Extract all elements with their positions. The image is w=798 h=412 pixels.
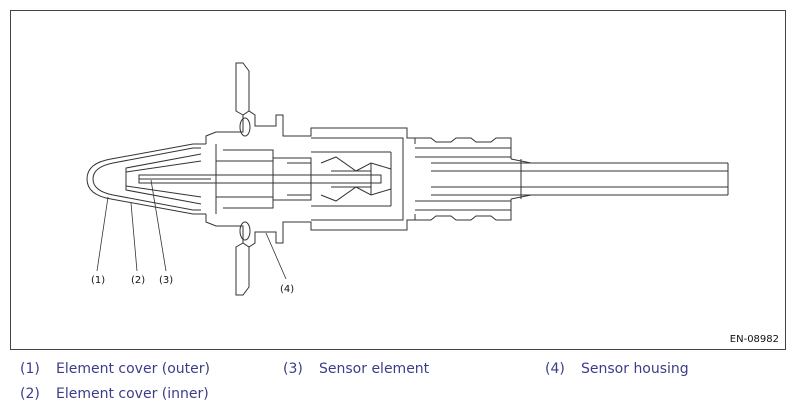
legend-label: Sensor element bbox=[319, 361, 430, 377]
legend-item-4: (4) Sensor housing bbox=[545, 361, 689, 377]
sensor-housing bbox=[205, 110, 416, 248]
rear-crimp-section bbox=[415, 137, 532, 221]
leader-lines bbox=[96, 179, 287, 280]
callout-1: (1) bbox=[91, 275, 105, 286]
legend-number: (4) bbox=[545, 361, 565, 377]
sensor-cross-section-drawing: (1) (2) (3) (4) bbox=[86, 62, 729, 296]
legend-item-3: (3) Sensor element bbox=[283, 361, 429, 377]
legend-number: (1) bbox=[20, 361, 40, 377]
legend-label: Sensor housing bbox=[581, 361, 689, 377]
element-cover-inner bbox=[125, 153, 202, 205]
sensor-element bbox=[138, 174, 382, 184]
sensor-cable bbox=[511, 162, 729, 196]
callout-4: (4) bbox=[280, 284, 294, 295]
figure-id: EN-08982 bbox=[729, 334, 779, 345]
legend-item-2: (2) Element cover (inner) bbox=[20, 386, 209, 402]
element-cover-outer bbox=[86, 143, 206, 215]
legend-number: (3) bbox=[283, 361, 303, 377]
contact-springs bbox=[320, 156, 392, 202]
legend-number: (2) bbox=[20, 386, 40, 402]
sensor-diagram-figure: (1) (2) (3) (4) EN-08982 bbox=[10, 10, 786, 350]
legend-label: Element cover (outer) bbox=[56, 361, 210, 377]
legend-item-1: (1) Element cover (outer) bbox=[20, 361, 210, 377]
callout-2: (2) bbox=[131, 275, 145, 286]
legend-label: Element cover (inner) bbox=[56, 386, 209, 402]
callout-3: (3) bbox=[159, 275, 173, 286]
mounting-flange bbox=[235, 62, 251, 296]
